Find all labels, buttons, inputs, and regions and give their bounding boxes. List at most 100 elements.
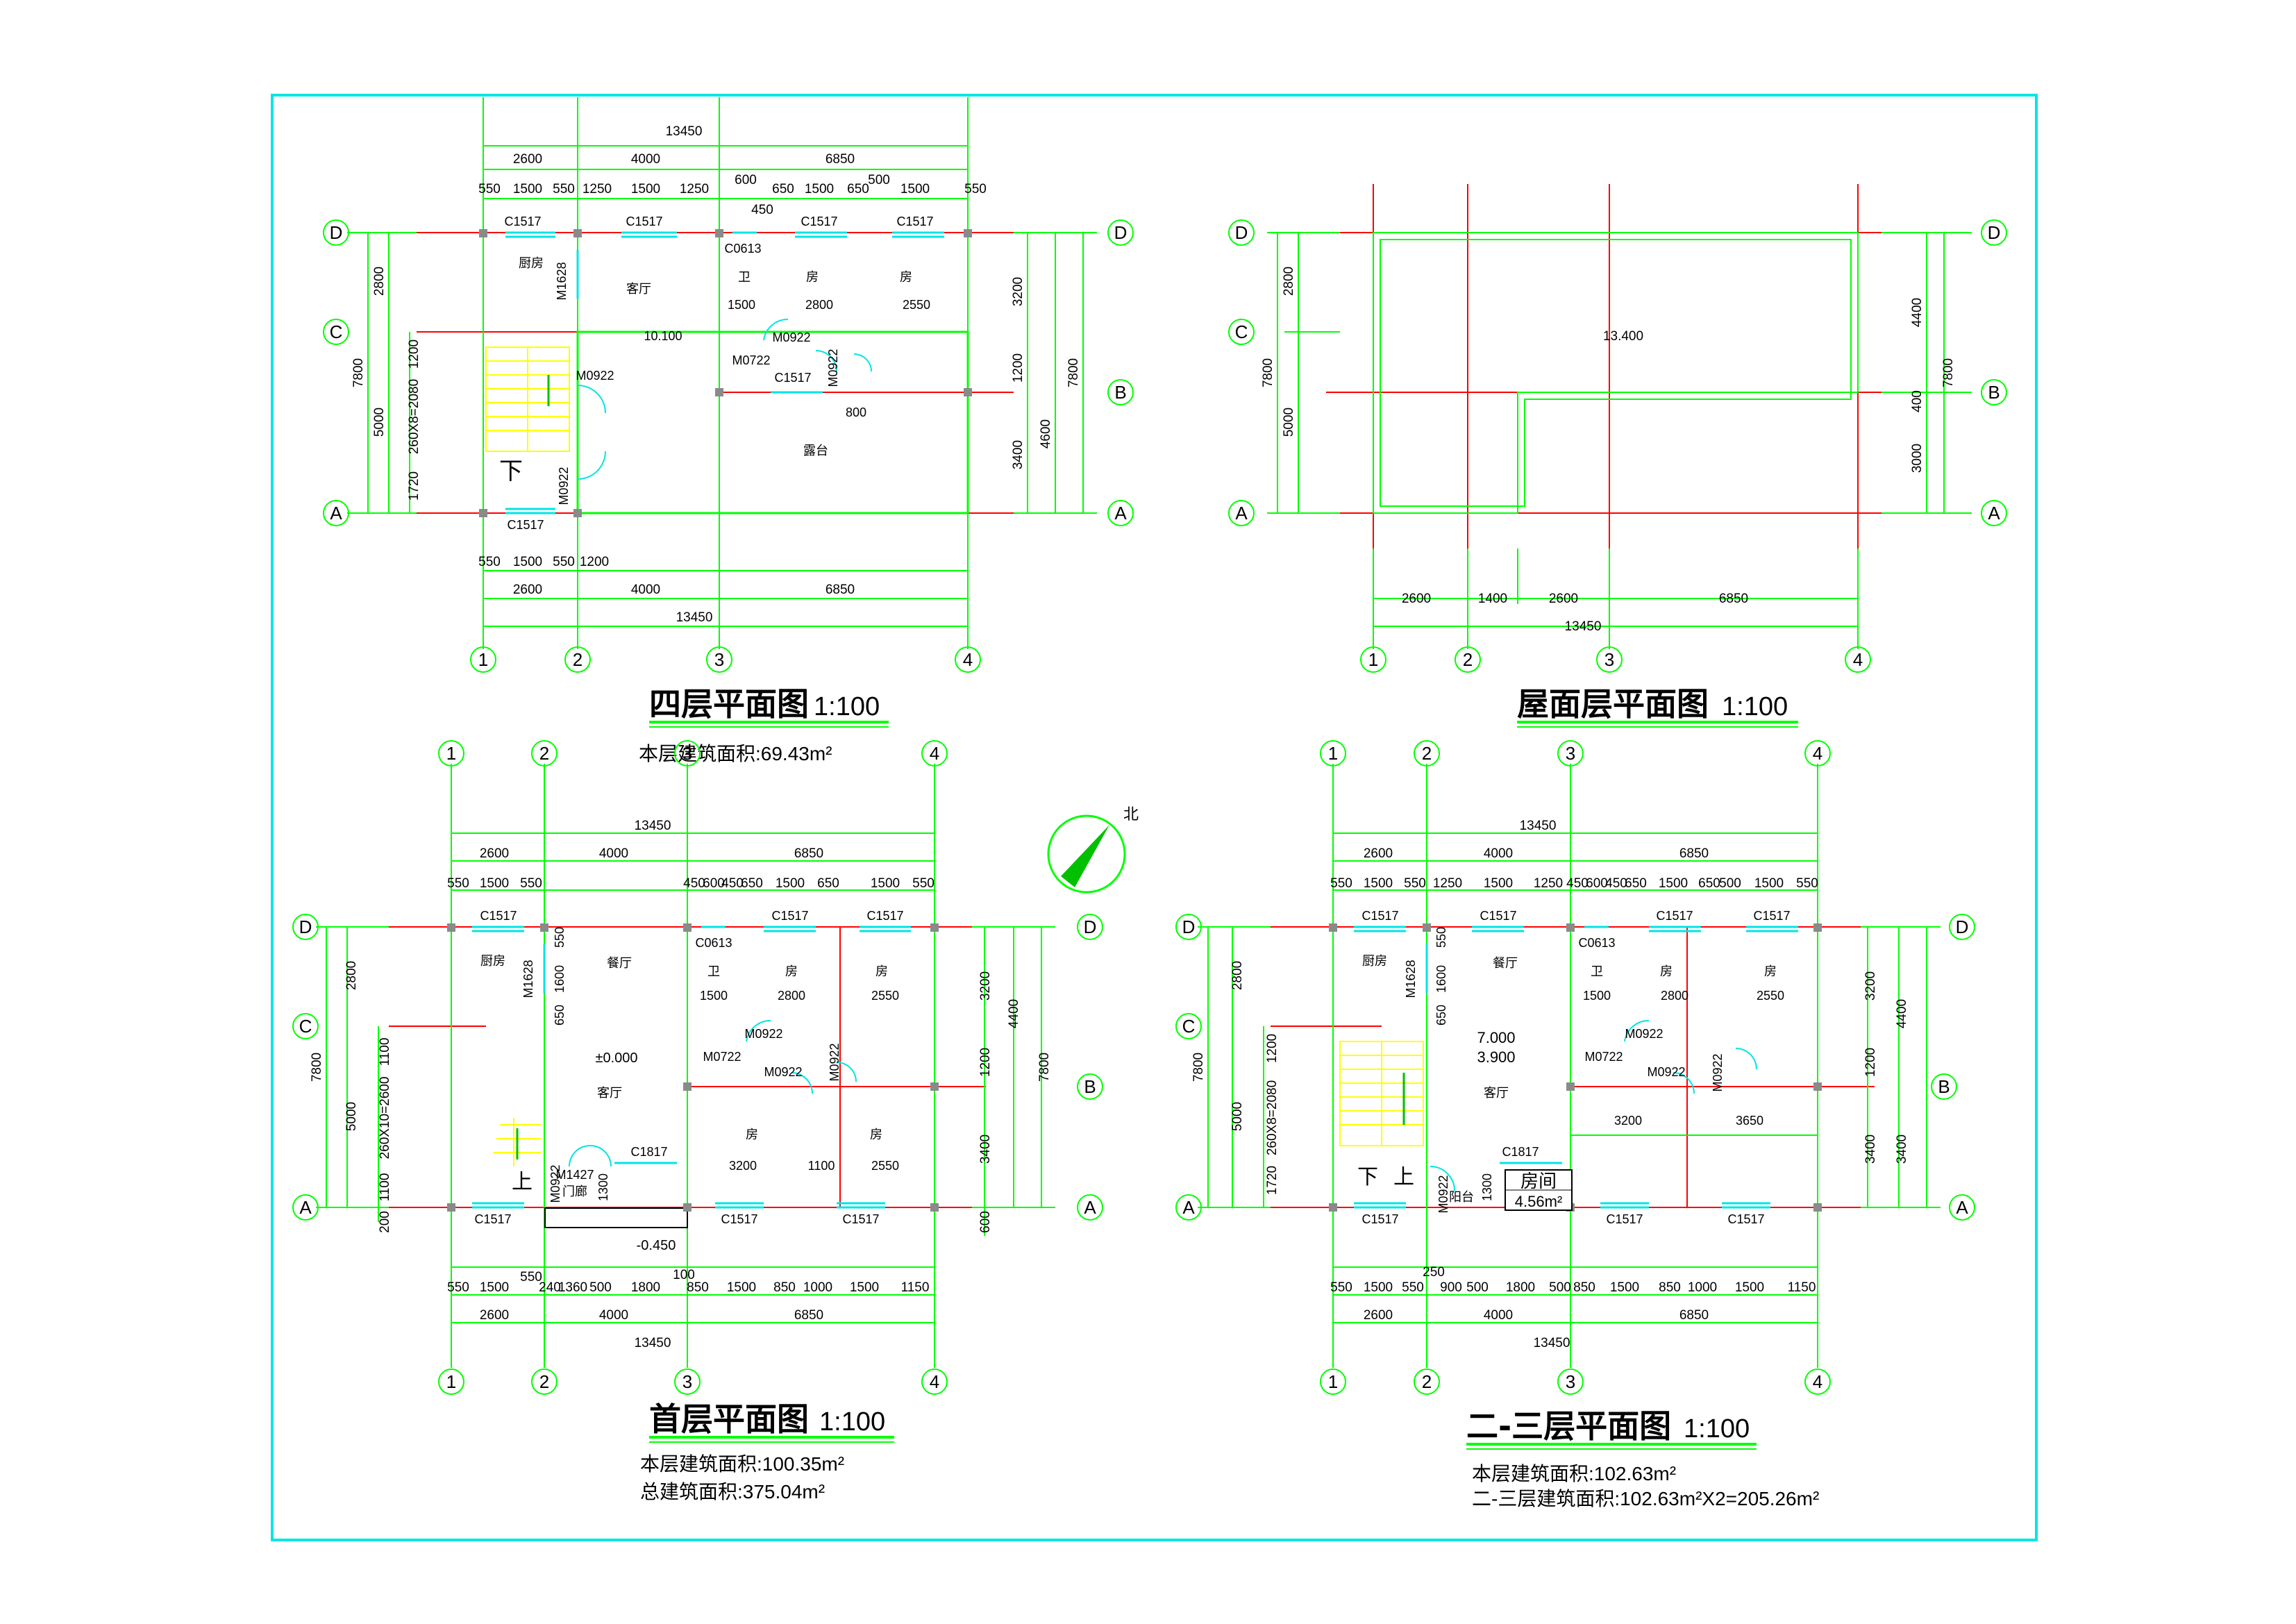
dim-left-outer: 7800 [351,358,366,387]
stair [1339,1041,1424,1146]
plan-title: 屋面层平面图 [1517,685,1709,723]
door-tag: M0922 [1711,1053,1725,1091]
dim-detail: 500 [868,173,890,187]
elevation-mark: ±0.000 [595,1050,637,1066]
dim-right-inner: 600 [978,1211,993,1233]
dim-detail-bottom: 1000 [1688,1280,1717,1295]
room-dim: 2800 [778,989,805,1003]
dim-bottom: 6850 [1719,592,1748,606]
dim-left-mid: 5000 [1230,1102,1245,1131]
door-tag: M0922 [764,1065,802,1079]
dim-right-inner: 3400 [1863,1135,1878,1164]
dim-right-inner: 3000 [1910,444,1925,473]
room-label: 客厅 [626,282,651,296]
dim-detail-bottom: 850 [687,1280,709,1295]
dim-total-bottom: 13450 [1534,1336,1570,1350]
room-dim: 1500 [700,989,728,1003]
window-tag: C1517 [626,215,662,228]
axis-label-1-bottom: 1 [1328,1371,1338,1392]
dim-left-outer: 7800 [1191,1053,1206,1082]
dim-detail: 1500 [1364,876,1393,891]
dim-right-inner: 3200 [1011,277,1025,306]
dim-seg: 2600 [513,152,542,167]
room-dim: 2550 [871,1159,899,1173]
dim-detail-bottom: 550 [447,1280,469,1295]
room-dim: 550 [553,927,567,948]
room-label: 厨房 [1362,954,1387,968]
window-tag: C0613 [724,242,761,256]
axis-label-2: 2 [539,743,549,764]
dim-detail: 450 [1566,876,1589,891]
axis-label-A: A [1235,503,1248,524]
dim-detail: 450 [683,876,705,891]
dim-left-inner: 260X8=2080 [407,379,421,454]
room-label: 卫 [707,964,720,978]
dim-detail: 1500 [513,182,542,196]
dim-total-top: 13450 [635,819,671,833]
dim-detail-bottom: 550 [520,1270,542,1284]
dim-right-inner: 400 [1910,390,1925,412]
dim-seg-bottom: 4000 [599,1308,628,1323]
axis-label-B-right: B [1084,1076,1096,1097]
door-tag: M0722 [732,353,770,367]
dim-seg: 2600 [480,846,509,861]
room-dim: 1600 [553,965,567,993]
room-label: 阳台 [1449,1190,1474,1204]
dim-detail: 550 [553,182,575,196]
elevation-mark: 13.400 [1603,329,1643,344]
dim-detail: 450 [1605,876,1627,891]
ground-floor-plan: D C A D B A 1 2 3 4 1 2 3 4 13450 2600 4… [292,740,1139,1502]
dim-detail: 1500 [805,182,834,196]
dim-right-mid: 4600 [1039,419,1053,449]
axis-label-4-bottom: 4 [930,1371,939,1392]
fourth-floor-plan: D C A D B A 1 2 3 4 13450 2600 4000 6850… [323,97,1134,764]
plan-scale: 1:100 [814,692,880,721]
door-tag: M0922 [1625,1027,1663,1041]
room-label: 餐厅 [607,956,632,970]
axis-label-D: D [1182,916,1196,937]
dim-total-top: 13450 [666,124,703,139]
axis-label-3: 3 [714,649,724,670]
plan-title: 二-三层平面图 [1466,1407,1671,1445]
dim-detail-bottom: 1500 [480,1280,509,1295]
north-arrow-needle [1061,825,1109,887]
dim-total-bottom: 13450 [635,1336,671,1350]
axis-label-A: A [1182,1197,1195,1218]
dim-detail: 1500 [1659,876,1688,891]
dim-right-inner: 3400 [1895,1135,1909,1164]
dim-detail-bottom: 550 [478,555,501,569]
door-tag: M0922 [1647,1065,1685,1079]
window-tag: C1517 [480,909,517,923]
dim-detail: 600 [703,876,725,891]
dim-detail: 1500 [1484,876,1513,891]
dim-right-inner: 1200 [1863,1048,1878,1077]
window-tag: C1817 [630,1145,667,1159]
room-label: 厨房 [480,954,505,968]
axis-label-C: C [330,321,343,342]
window-tag: C1517 [1656,909,1693,923]
axis-label-A: A [299,1197,312,1218]
dim-detail: 650 [847,182,869,196]
dim-total-bottom: 13450 [676,610,713,625]
window-tag: C1517 [896,215,933,228]
room-dim: 2800 [1661,989,1689,1003]
dim-detail: 650 [772,182,794,196]
dim-detail: 1250 [1534,876,1563,891]
dim-seg: 4000 [1484,846,1513,861]
axis-label-4: 4 [930,743,939,764]
room-label: 房 [806,270,819,284]
room-label: 房 [746,1128,758,1141]
stair-label: 下 [499,458,523,485]
room-dim: 3200 [729,1159,757,1173]
dim-right-mid: 4400 [1895,999,1909,1028]
dim-left-mid: 5000 [372,408,387,437]
dim-bottom: 2600 [1549,592,1578,606]
room-dim: 3200 [1614,1114,1642,1128]
window-tag: C1517 [1727,1212,1764,1226]
room-dim: 1300 [1480,1173,1494,1201]
room-dim: 2550 [903,298,930,312]
dim-detail: 1500 [631,182,660,196]
axis-label-A-right: A [1956,1197,1968,1218]
room-label: 客厅 [1484,1086,1509,1100]
